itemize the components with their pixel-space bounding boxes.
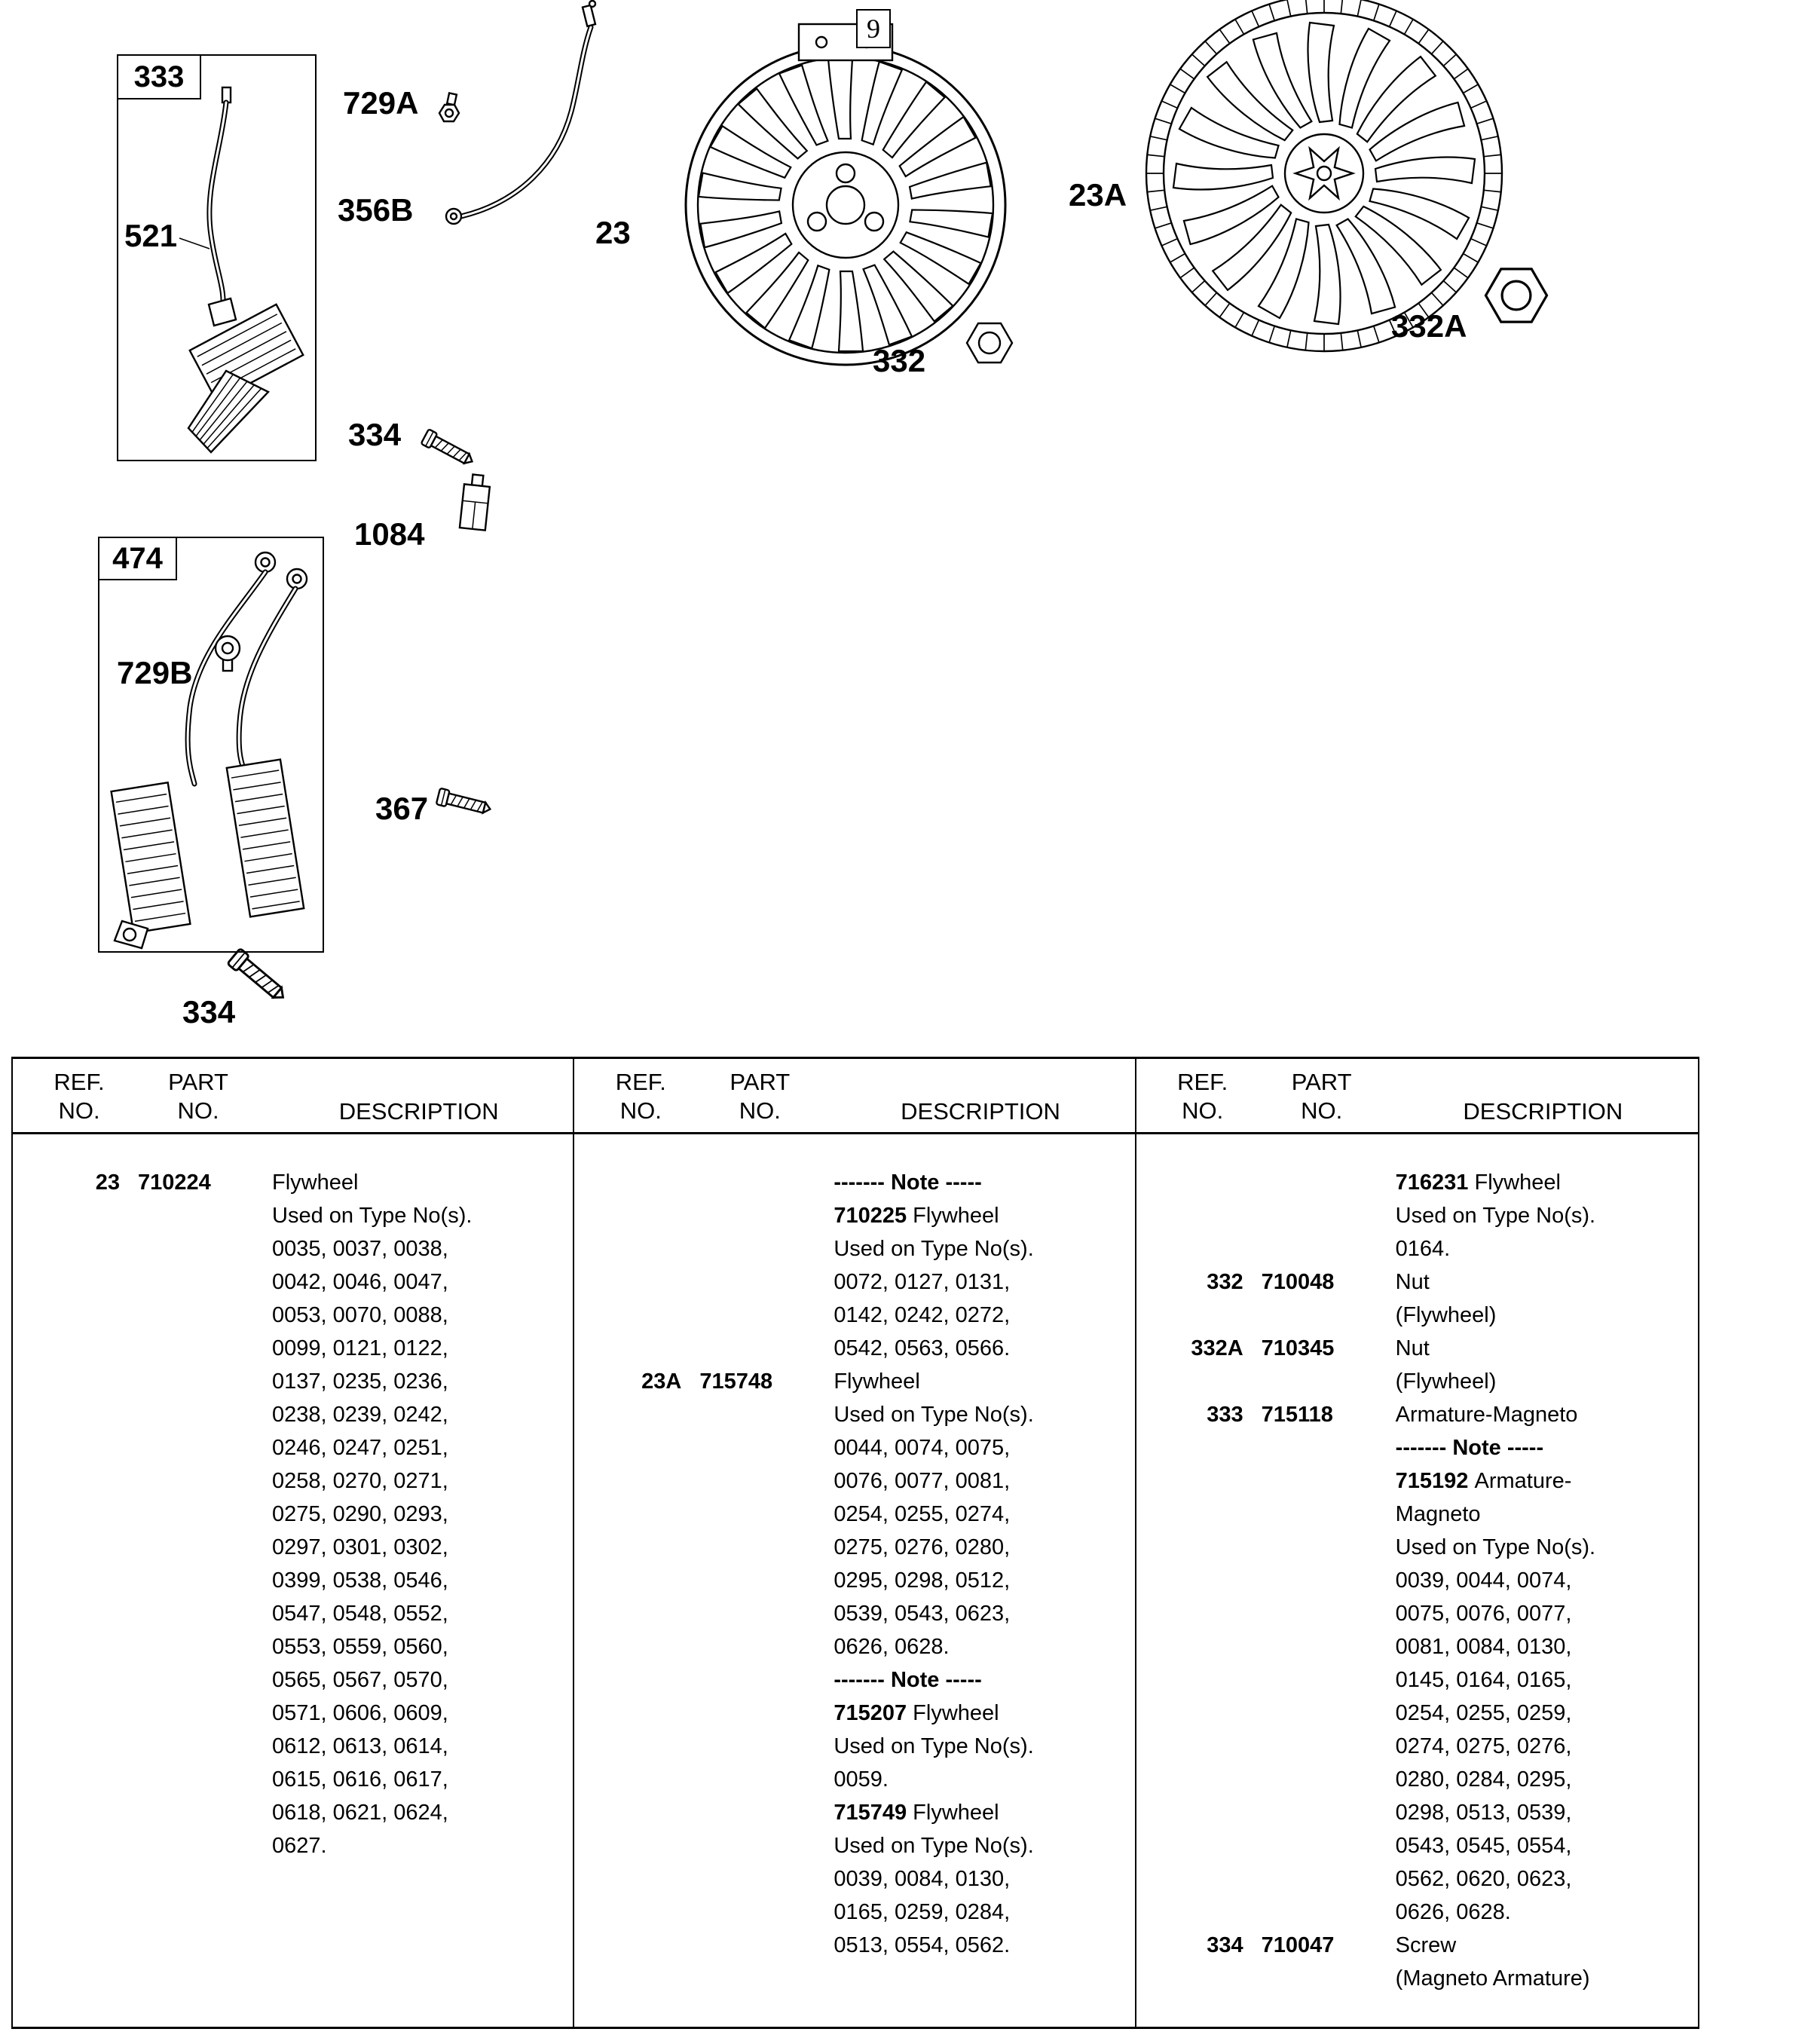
header-description: DESCRIPTION bbox=[338, 1098, 499, 1125]
screw-334-top-icon bbox=[420, 428, 477, 470]
grommet-356b-icon bbox=[445, 207, 463, 225]
group-box-474 bbox=[98, 537, 324, 953]
header-ref-no: REF.NO. bbox=[1177, 1069, 1228, 1124]
entry-part-no: 710047 bbox=[1261, 1933, 1335, 1957]
entry-description: Armature-Magneto------- Note -----715192… bbox=[1395, 1403, 1596, 1924]
entry-part-no: 710048 bbox=[1261, 1270, 1335, 1294]
callout-23: 23 bbox=[595, 215, 631, 250]
entry-ref-no bbox=[1158, 1166, 1248, 1265]
flywheel-23-illustration bbox=[684, 23, 1007, 366]
group-box-333 bbox=[117, 54, 317, 461]
coil-474-illustration bbox=[110, 551, 308, 950]
callout-356b: 356B bbox=[338, 192, 414, 228]
entry-part-no bbox=[699, 1166, 820, 1365]
entry-ref-no: 333 bbox=[1207, 1403, 1243, 1427]
entry-description: Screw(Magneto Armature) bbox=[1395, 1933, 1590, 1991]
parts-diagram-canvas bbox=[110, 0, 1549, 1006]
header-description: DESCRIPTION bbox=[901, 1098, 1060, 1125]
spark-plug-wire bbox=[458, 0, 597, 219]
figure-9-label: 9 bbox=[856, 9, 891, 48]
armature-333-illustration bbox=[179, 86, 304, 454]
entry-ref-no: 334 bbox=[1207, 1933, 1243, 1957]
table-entry: 332A 710345 Nut(Flywheel) bbox=[1158, 1332, 1692, 1398]
header-ref-no: REF.NO. bbox=[54, 1069, 105, 1124]
callout-332: 332 bbox=[873, 343, 926, 378]
callout-334-bottom: 334 bbox=[182, 994, 236, 1030]
entry-ref-no: 23A bbox=[641, 1369, 682, 1394]
callout-332a: 332A bbox=[1391, 308, 1467, 344]
entry-ref-no bbox=[595, 1166, 686, 1365]
terminal-clip-729a-icon bbox=[438, 92, 460, 123]
header-ref-no: REF.NO. bbox=[615, 1069, 666, 1124]
entry-ref-no: 332A bbox=[1191, 1336, 1243, 1360]
callout-1084: 1084 bbox=[354, 516, 425, 552]
callout-521: 521 bbox=[124, 218, 178, 253]
entry-part-no: 715118 bbox=[1261, 1403, 1333, 1427]
entry-part-no: 710224 bbox=[138, 1171, 211, 1195]
entry-description: Nut(Flywheel) bbox=[1395, 1270, 1497, 1327]
entry-part-no: 710345 bbox=[1261, 1336, 1335, 1360]
group-box-474-label: 474 bbox=[98, 537, 177, 580]
nut-332a-icon bbox=[1484, 268, 1549, 323]
screw-367-icon bbox=[435, 787, 494, 819]
table-entry: 332 710048 Nut(Flywheel) bbox=[1158, 1265, 1692, 1332]
header-description: DESCRIPTION bbox=[1463, 1098, 1623, 1125]
entry-description: Nut(Flywheel) bbox=[1395, 1336, 1497, 1394]
callout-23a: 23A bbox=[1069, 177, 1127, 213]
callout-729b: 729B bbox=[117, 655, 193, 690]
callout-521-leader bbox=[179, 237, 210, 249]
callout-367: 367 bbox=[375, 791, 429, 826]
group-box-333-label: 333 bbox=[117, 54, 201, 99]
nut-332-icon bbox=[965, 322, 1014, 364]
entry-ref-no: 23 bbox=[95, 1171, 120, 1195]
callout-729a: 729A bbox=[343, 85, 419, 121]
table-entry: 333 715118 Armature-Magneto------- Note --… bbox=[1158, 1398, 1692, 1929]
grommet-729b-icon bbox=[214, 635, 241, 672]
screw-334-bottom-icon bbox=[226, 947, 291, 1006]
entry-part-no: 715748 bbox=[699, 1369, 773, 1394]
connector-1084-icon bbox=[458, 473, 491, 531]
entry-part-no bbox=[1262, 1166, 1382, 1265]
entry-ref-no: 332 bbox=[1207, 1270, 1243, 1294]
table-entry: 334 710047 Screw(Magneto Armature) bbox=[1158, 1929, 1692, 1995]
flywheel-23a-illustration bbox=[1145, 0, 1503, 353]
callout-334-top: 334 bbox=[348, 417, 402, 452]
